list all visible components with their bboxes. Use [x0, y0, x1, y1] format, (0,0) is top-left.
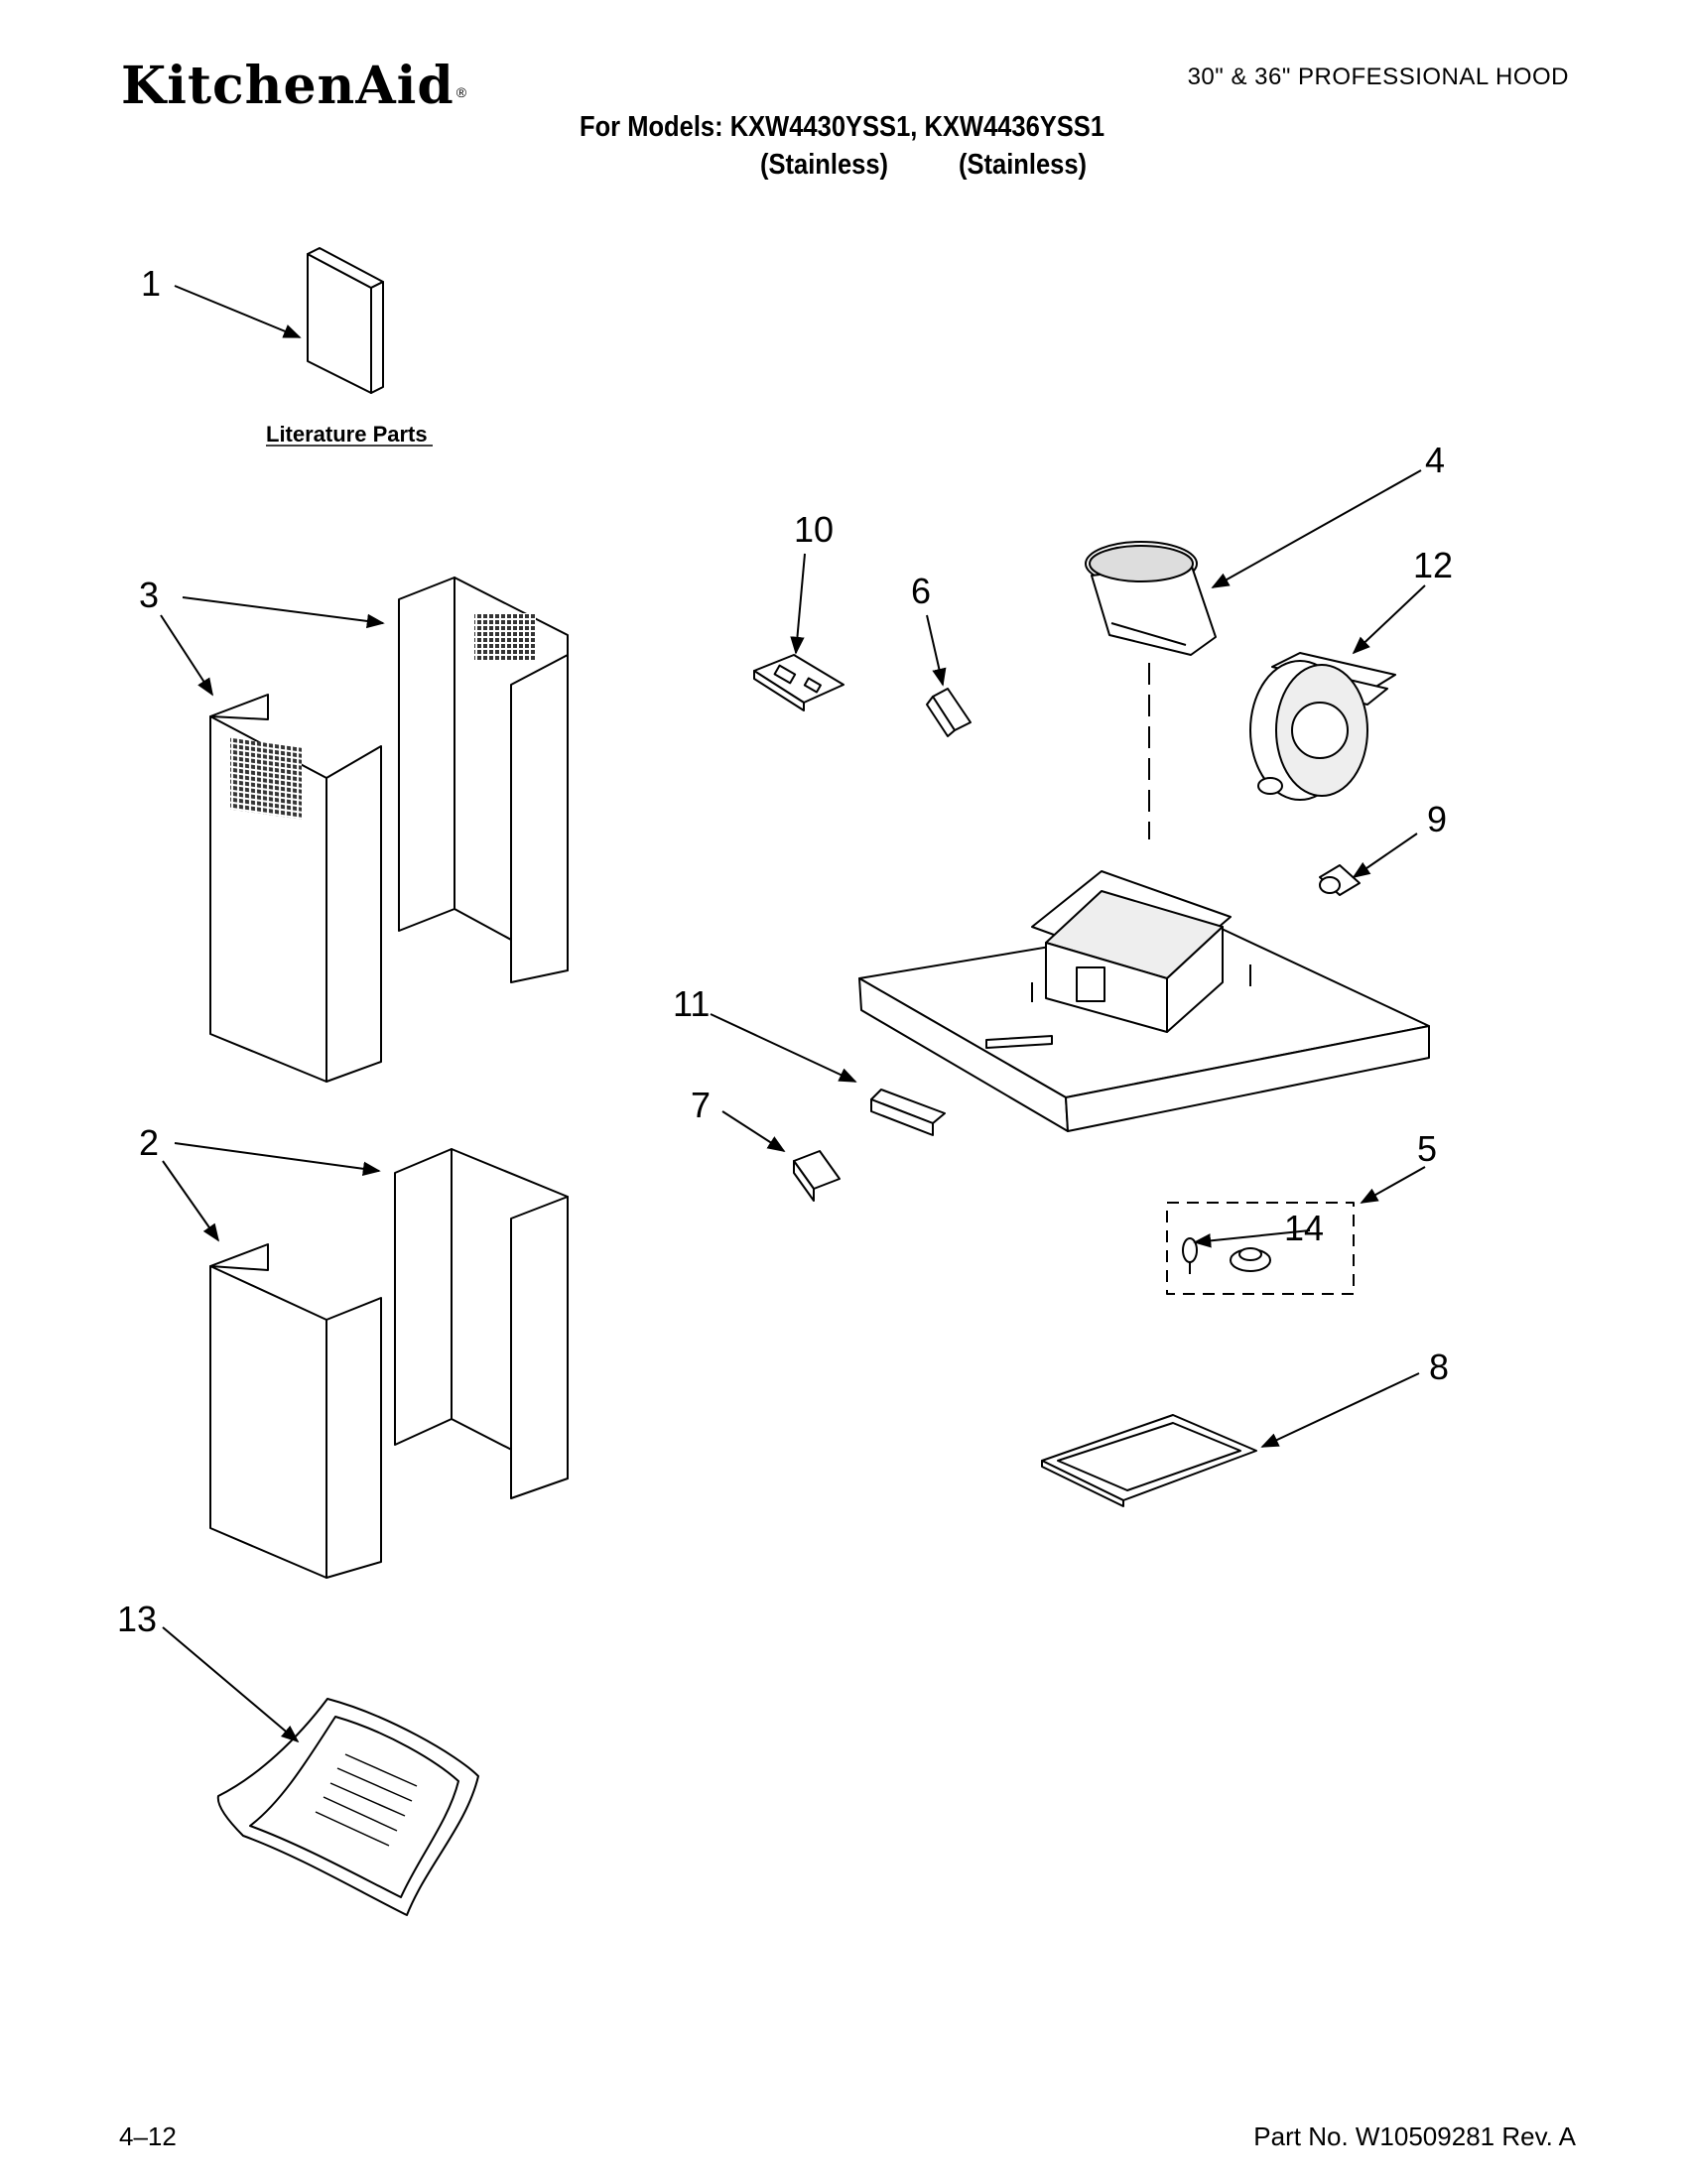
finish-label-1: (Stainless): [760, 149, 889, 181]
callout-6: 6: [911, 571, 931, 611]
light-kit-group: [1166, 1202, 1355, 1295]
damper-transition: [1085, 541, 1217, 656]
callout-7: 7: [691, 1085, 711, 1125]
lower-duct-cover-front: [209, 1243, 382, 1579]
callout-5: 5: [1417, 1128, 1437, 1169]
document-title: 30" & 36" PROFESSIONAL HOOD: [1187, 64, 1569, 90]
instruction-sheet: [216, 1698, 479, 1916]
callout-3: 3: [139, 575, 159, 615]
callout-8: 8: [1429, 1347, 1449, 1387]
part-number: Part No. W10509281 Rev. A: [1253, 2121, 1576, 2151]
rocker-switch: [793, 1150, 841, 1202]
callout-9: 9: [1427, 799, 1447, 839]
capacitor: [1319, 864, 1361, 896]
callout-1: 1: [141, 263, 161, 304]
lower-duct-cover-rear: [394, 1148, 569, 1499]
page-number: 4–12: [119, 2121, 177, 2151]
blower-motor: [1249, 652, 1396, 801]
literature-booklet: [307, 247, 384, 394]
grease-filter: [1041, 1414, 1257, 1507]
switch-part: [926, 688, 972, 737]
callout-4: 4: [1425, 440, 1445, 480]
light-switch-assembly: [870, 1089, 946, 1136]
upper-duct-cover-front: [209, 694, 382, 1083]
literature-parts-label: Literature Parts: [266, 422, 428, 447]
callout-11: 11: [673, 983, 710, 1024]
models-line: For Models: KXW4430YSS1, KXW4436YSS1: [580, 111, 1105, 143]
callout-13: 13: [117, 1599, 157, 1639]
hood-body: [858, 870, 1430, 1132]
callout-12: 12: [1413, 545, 1453, 585]
brand-logo: KitchenAid®: [121, 56, 468, 116]
callout-10: 10: [794, 509, 834, 550]
control-board: [753, 654, 844, 711]
upper-duct-cover-rear: [398, 577, 569, 983]
finish-label-2: (Stainless): [959, 149, 1088, 181]
callout-2: 2: [139, 1122, 159, 1163]
callout-14: 14: [1284, 1208, 1324, 1248]
